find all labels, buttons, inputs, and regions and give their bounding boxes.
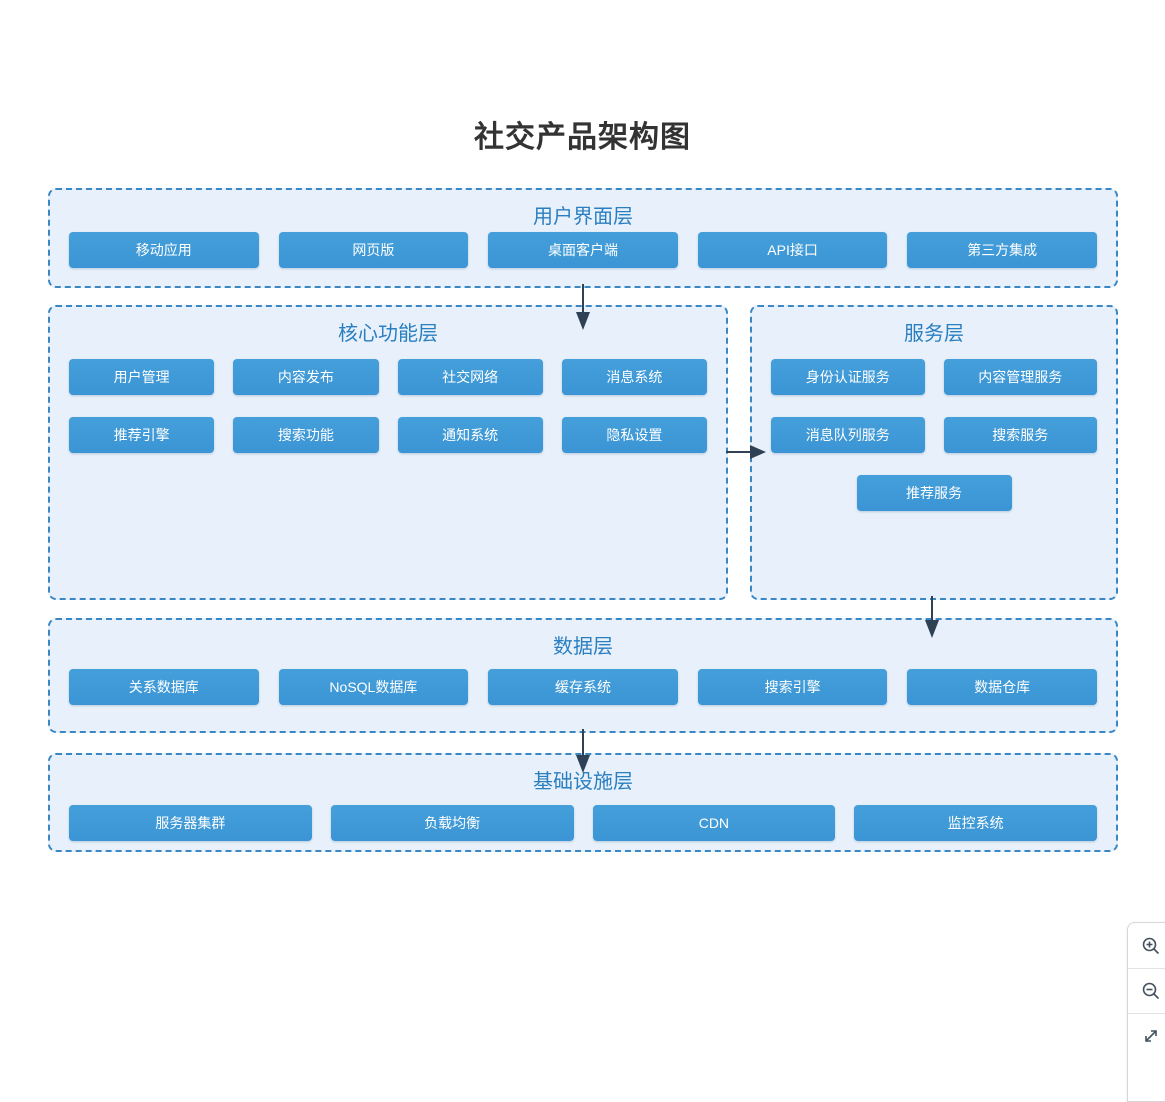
arrow-core-to-service	[726, 445, 766, 459]
node-nosql-database: NoSQL数据库	[278, 669, 469, 705]
zoom-in-icon	[1141, 936, 1161, 956]
node-social-network: 社交网络	[397, 359, 543, 395]
fullscreen-expand-icon	[1141, 1026, 1161, 1046]
node-recommendation-engine: 推荐引擎	[69, 417, 215, 453]
layer-core-functions-nodes: 用户管理 内容发布 社交网络 消息系统 推荐引擎 搜索功能 通知系统 隐私设置	[69, 359, 707, 453]
node-web-version: 网页版	[278, 232, 469, 268]
node-search-service: 搜索服务	[943, 417, 1097, 453]
node-recommendation-service: 推荐服务	[856, 475, 1012, 511]
layer-data-title: 数据层	[553, 636, 613, 658]
node-monitoring-system: 监控系统	[854, 805, 1097, 841]
layer-infrastructure-nodes: 服务器集群 负载均衡 CDN 监控系统	[69, 805, 1097, 841]
node-content-management-service: 内容管理服务	[943, 359, 1097, 395]
node-load-balancer: 负载均衡	[330, 805, 574, 841]
node-server-cluster: 服务器集群	[69, 805, 312, 841]
layer-user-interface: 用户界面层 移动应用 网页版 桌面客户端 API接口 第三方集成	[48, 188, 1118, 288]
node-cache-system: 缓存系统	[488, 669, 678, 705]
node-third-party-integration: 第三方集成	[907, 232, 1097, 268]
node-relational-database: 关系数据库	[69, 669, 259, 705]
zoom-control-panel	[1127, 922, 1165, 1102]
layer-user-interface-title: 用户界面层	[533, 206, 633, 228]
node-mobile-app: 移动应用	[69, 232, 259, 268]
node-message-queue-service: 消息队列服务	[771, 417, 925, 453]
layer-services-nodes: 身份认证服务 内容管理服务 消息队列服务 搜索服务 推荐服务	[771, 359, 1097, 511]
layer-data: 数据层 关系数据库 NoSQL数据库 缓存系统 搜索引擎 数据仓库	[48, 618, 1118, 733]
layer-core-functions: 核心功能层 用户管理 内容发布 社交网络 消息系统 推荐引擎 搜索功能 通知系统…	[48, 305, 728, 600]
zoom-out-icon	[1141, 981, 1161, 1001]
arrow-service-to-data	[925, 596, 939, 638]
node-content-publishing: 内容发布	[233, 359, 379, 395]
node-notification-system: 通知系统	[397, 417, 543, 453]
fullscreen-button[interactable]	[1128, 1013, 1165, 1058]
zoom-out-button[interactable]	[1128, 968, 1165, 1013]
layer-services: 服务层 身份认证服务 内容管理服务 消息队列服务 搜索服务 推荐服务	[750, 305, 1118, 600]
node-message-system: 消息系统	[561, 359, 707, 395]
node-cdn: CDN	[592, 805, 836, 841]
node-desktop-client: 桌面客户端	[488, 232, 678, 268]
node-auth-service: 身份认证服务	[771, 359, 925, 395]
node-search-function: 搜索功能	[233, 417, 379, 453]
node-user-management: 用户管理	[69, 359, 215, 395]
node-search-engine: 搜索引擎	[697, 669, 888, 705]
arrow-data-to-infra	[576, 729, 590, 773]
node-api-interface: API接口	[697, 232, 888, 268]
layer-core-functions-title: 核心功能层	[338, 323, 438, 345]
zoom-in-button[interactable]	[1128, 923, 1165, 968]
node-privacy-settings: 隐私设置	[561, 417, 707, 453]
layer-user-interface-nodes: 移动应用 网页版 桌面客户端 API接口 第三方集成	[69, 232, 1097, 268]
layer-data-nodes: 关系数据库 NoSQL数据库 缓存系统 搜索引擎 数据仓库	[69, 669, 1097, 705]
page-title: 社交产品架构图	[474, 121, 691, 154]
layer-infrastructure-title: 基础设施层	[533, 771, 633, 793]
layer-services-title: 服务层	[904, 323, 964, 345]
node-data-warehouse: 数据仓库	[907, 669, 1097, 705]
diagram-canvas: 社交产品架构图 用户界面层 移动应用 网页版 桌面客户端 API接口 第三方集成…	[48, 121, 1165, 1102]
arrow-ui-to-core	[576, 284, 590, 330]
